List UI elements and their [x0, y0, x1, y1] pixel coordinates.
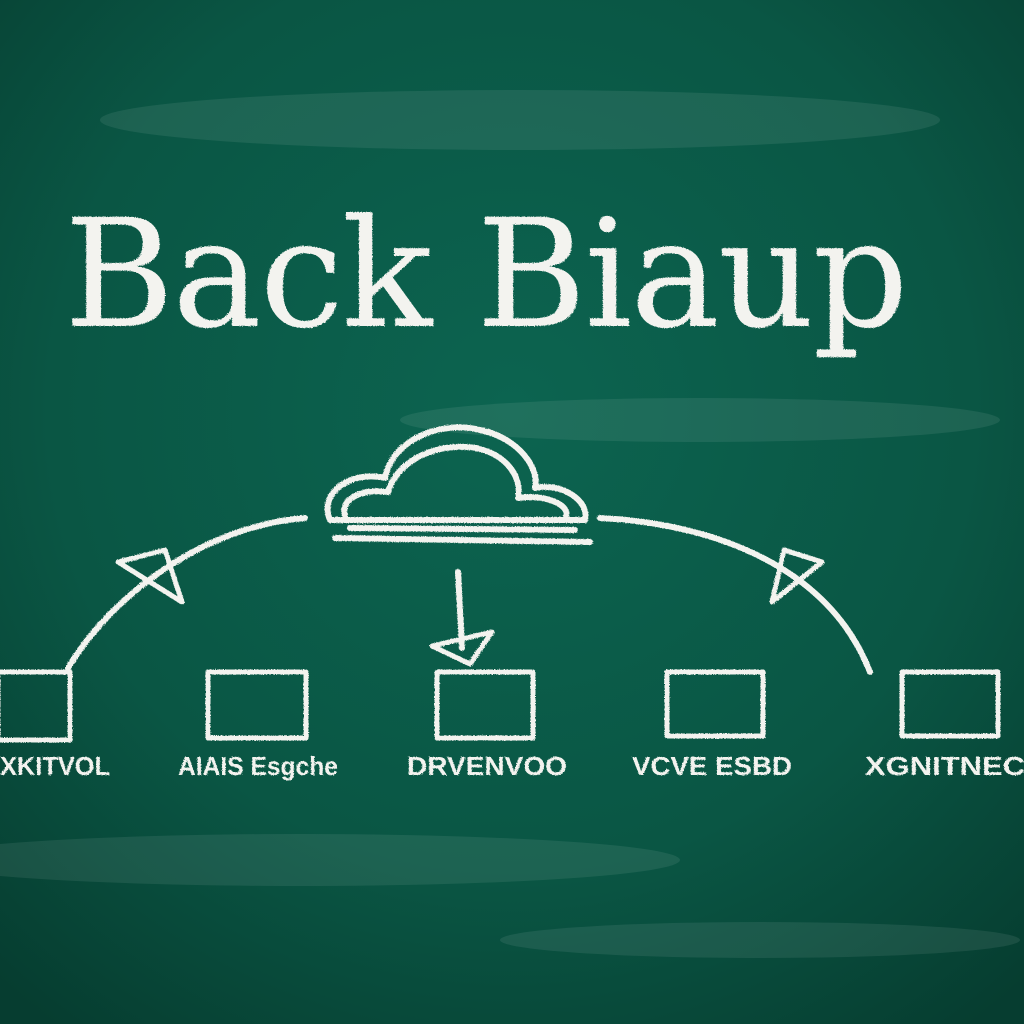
node-box-1: [0, 669, 73, 743]
node-box-5: [899, 669, 1001, 739]
left-curved-arrow: [65, 515, 308, 671]
node-label-1: XKITVOL: [0, 751, 110, 781]
node-row: XKITVOL AIAIS Esgche DRVENVOO VCVE ESBD XGNI…: [0, 669, 1024, 781]
node-box-3: [434, 669, 536, 741]
right-curved-arrow: [597, 515, 873, 675]
down-arrow: [429, 569, 495, 667]
node-label-5: XGNITNEC: [865, 751, 1024, 781]
node-label-4: VCVE ESBD: [632, 751, 792, 781]
node-label-2: AIAIS Esgche: [178, 751, 338, 781]
cloud-icon: [324, 424, 593, 545]
node-box-4: [664, 669, 766, 739]
node-box-2: [205, 669, 309, 741]
diagram-title: Back Biaup: [64, 188, 907, 362]
chalk-smudges: [0, 90, 1020, 958]
node-label-3: DRVENVOO: [407, 751, 567, 781]
